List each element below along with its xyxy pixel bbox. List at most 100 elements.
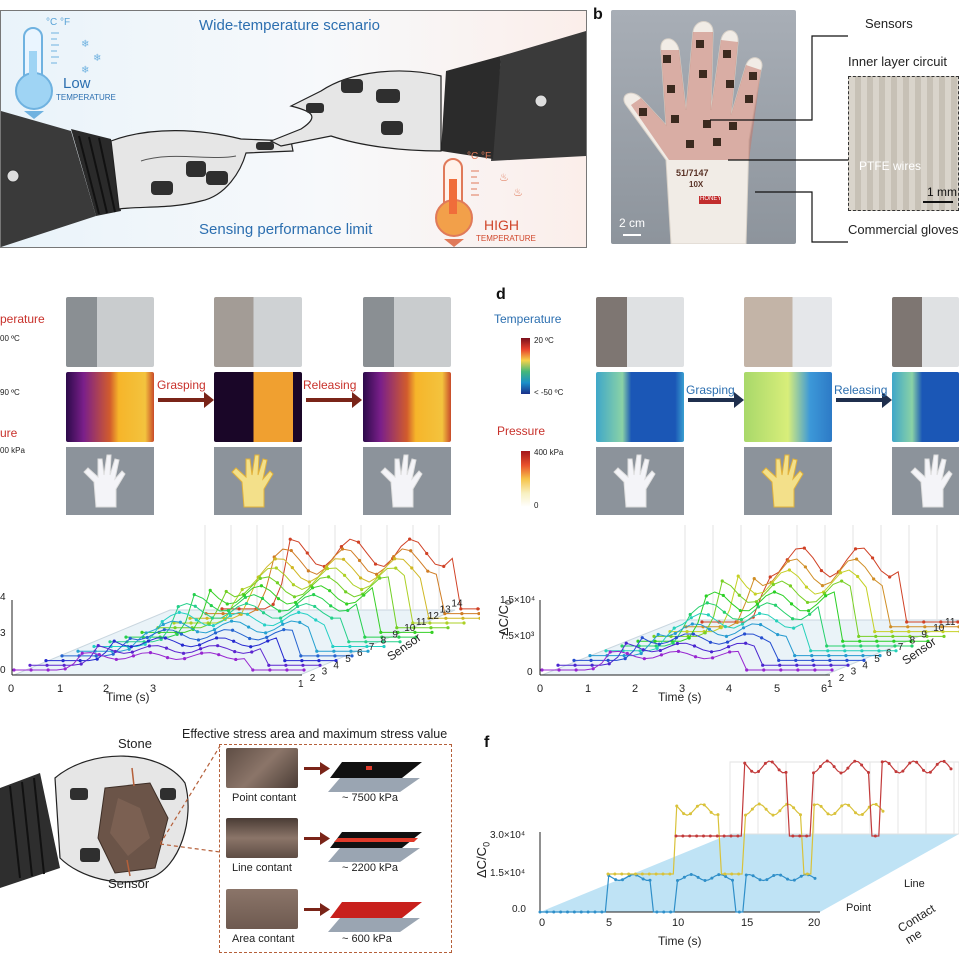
data-point <box>812 803 816 807</box>
data-point <box>326 575 331 579</box>
data-point <box>112 639 116 643</box>
data-point <box>200 651 204 655</box>
sensor-tick-label: 2 <box>839 673 845 684</box>
c-y-tick-1: 3 <box>0 628 6 639</box>
sensor-tick-label: 7 <box>898 642 904 653</box>
data-point <box>179 632 184 636</box>
data-point <box>259 584 264 588</box>
glove-print-2: 10X <box>689 180 704 189</box>
data-point <box>799 813 802 817</box>
glove-print: 51/7147 <box>676 168 709 178</box>
data-point <box>365 644 369 649</box>
data-point <box>792 878 796 882</box>
data-point <box>640 636 644 640</box>
data-point <box>622 654 626 658</box>
data-point <box>762 668 766 672</box>
data-point <box>258 576 262 580</box>
d-thermal-1 <box>596 372 684 442</box>
data-point <box>310 586 315 590</box>
data-point <box>412 626 416 630</box>
data-point <box>234 657 238 662</box>
data-point <box>658 648 662 653</box>
data-point <box>659 653 664 657</box>
sensor-line <box>702 547 959 623</box>
data-point <box>709 810 713 814</box>
sensor-line <box>14 652 304 671</box>
data-point <box>111 652 115 656</box>
d-arrow-grasp <box>688 398 736 402</box>
data-point <box>92 644 96 649</box>
data-point <box>78 659 82 663</box>
data-point <box>641 877 645 881</box>
data-point <box>873 834 877 838</box>
data-point <box>357 558 362 563</box>
data-point <box>894 770 898 774</box>
data-point <box>604 649 608 653</box>
f-x-tick-3: 15 <box>741 917 754 929</box>
data-point <box>901 769 905 773</box>
data-point <box>301 663 305 667</box>
data-point <box>778 809 782 813</box>
f-x-tick-0: 0 <box>539 917 546 929</box>
data-point <box>364 640 368 644</box>
data-point <box>249 645 253 649</box>
data-point <box>300 659 304 663</box>
data-point <box>710 656 715 660</box>
data-point <box>703 878 707 882</box>
f-y-label: ΔC/C0 <box>474 842 492 878</box>
data-point <box>647 872 651 876</box>
data-point <box>722 834 726 838</box>
d-hand-shapes <box>613 454 953 508</box>
data-point <box>414 635 418 639</box>
data-point <box>949 767 953 771</box>
data-point <box>717 873 721 877</box>
data-point <box>163 636 168 640</box>
sensor-line <box>174 567 464 624</box>
chart-floor <box>540 834 959 912</box>
data-point <box>76 649 80 653</box>
data-point <box>910 644 914 648</box>
data-point <box>805 600 810 605</box>
data-point <box>334 659 338 663</box>
data-point <box>689 812 692 816</box>
data-point <box>693 655 698 659</box>
data-point <box>750 807 754 811</box>
data-point <box>674 636 678 640</box>
d-pressure-title: Pressure <box>497 424 546 438</box>
d-y-tick-0: 1.5×10⁴ <box>500 595 536 606</box>
data-point <box>640 872 644 876</box>
chart-f <box>538 759 959 914</box>
data-point <box>681 834 685 838</box>
sensor-line <box>78 620 368 652</box>
data-point <box>273 557 277 561</box>
data-point <box>941 630 945 634</box>
e-leader-lines <box>160 745 221 853</box>
data-point <box>688 834 692 838</box>
data-point <box>600 910 604 914</box>
sensor-tick-label: 13 <box>440 605 452 616</box>
data-point <box>162 628 166 632</box>
data-point <box>915 760 919 764</box>
data-point <box>360 587 364 592</box>
data-point <box>214 636 219 640</box>
data-point <box>786 877 789 881</box>
data-point <box>176 605 180 609</box>
data-point <box>96 644 100 648</box>
sensor-tick-label: 10 <box>404 623 416 634</box>
sensor-line <box>542 650 832 671</box>
data-point <box>306 569 310 573</box>
data-point <box>787 568 792 572</box>
data-point <box>478 616 480 620</box>
c-grasping-label: Grasping <box>157 378 206 392</box>
data-point <box>845 658 849 662</box>
data-point <box>266 639 270 643</box>
panel-a-title: Wide-temperature scenario <box>199 17 380 34</box>
data-point <box>224 589 228 594</box>
data-point <box>735 620 739 624</box>
data-point <box>840 804 844 808</box>
sensor-tick-label: 3 <box>851 667 857 678</box>
data-point <box>708 640 713 644</box>
data-point <box>715 834 719 838</box>
data-point <box>641 648 645 652</box>
